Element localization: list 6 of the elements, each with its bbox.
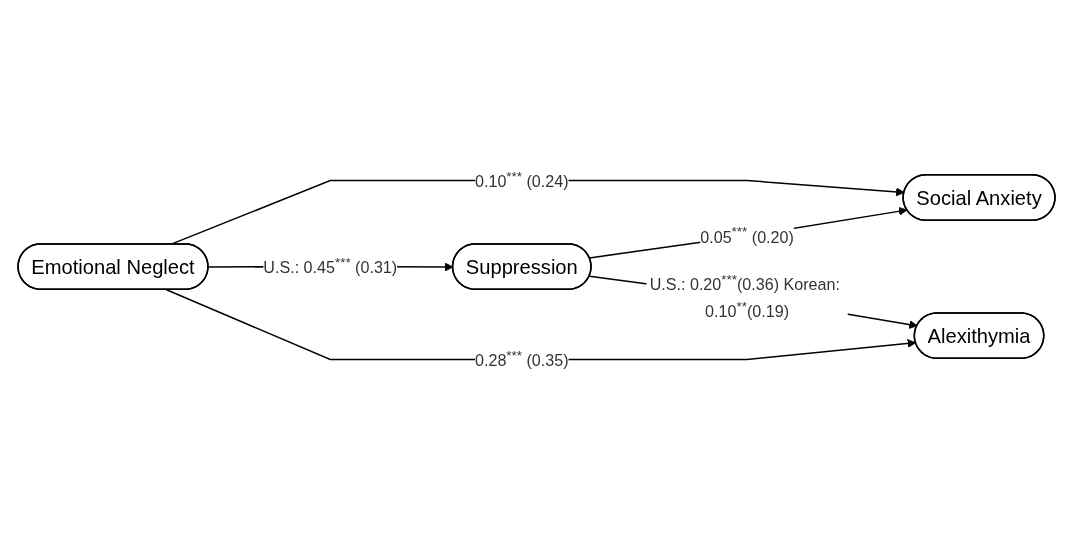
edge-label: 0.05$^{***}$ (0.20) xyxy=(700,224,794,246)
edge-label: U.S.: 0.20$^{***}$(0.36) Korean: 0.10$^{**}$(0.19) xyxy=(649,271,840,321)
edge-label: U.S.: 0.45$^{***}$ (0.31) xyxy=(263,254,398,277)
arrow xyxy=(588,206,908,259)
edge-label: 0.10$^{***}$ (0.24) xyxy=(474,168,569,191)
edge-label: 0.28$^{***}$ (0.35) xyxy=(474,347,569,370)
